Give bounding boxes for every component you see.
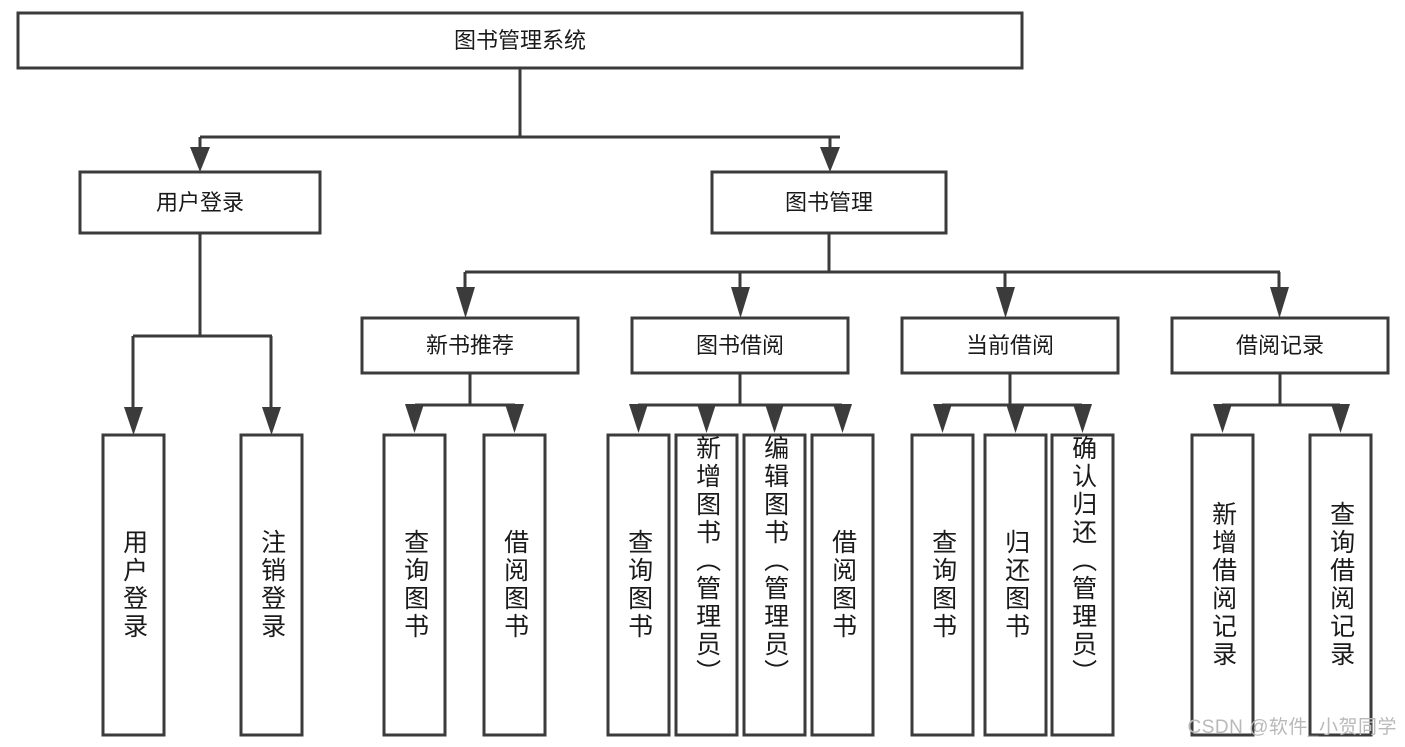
node-current-borrow[interactable]: 当前借阅 [900, 316, 1120, 375]
book-manage-box[interactable] [710, 170, 948, 235]
arrowhead-leaf-return-book [1006, 404, 1025, 433]
leaf-box-query-book-3[interactable] [910, 433, 975, 737]
leaf-box-return-book[interactable] [983, 433, 1048, 737]
node-book-manage[interactable]: 图书管理 [710, 170, 948, 235]
connector-new-book-to-leaves [405, 373, 524, 433]
connector-root-to-level2 [190, 68, 840, 172]
leaf-box-borrow-book-1[interactable] [482, 433, 547, 737]
book-borrow-box[interactable] [630, 316, 850, 375]
connector-book-manage-to-level3 [456, 233, 1289, 318]
connector-current-borrow-to-leaves [933, 373, 1092, 433]
node-book-borrow[interactable]: 图书借阅 [630, 316, 850, 375]
arrowhead-borrow-record [1270, 287, 1289, 318]
leaf-box-query-book-2[interactable] [606, 433, 671, 737]
arrowhead-current-borrow [996, 287, 1015, 318]
arrowhead-leaf-borrow-book-2 [833, 404, 852, 433]
arrowhead-leaf-query-book-1 [405, 404, 424, 433]
borrow-record-label: 借阅记录 [1236, 333, 1324, 358]
connector-user-login-to-leaves [124, 233, 281, 435]
arrowhead-leaf-query-book-2 [629, 404, 648, 433]
arrowhead-leaf-user-login [124, 407, 143, 435]
arrowhead-leaf-query-book-3 [933, 404, 952, 433]
arrowhead-user-login [190, 147, 210, 172]
arrowhead-leaf-add-book [697, 404, 716, 433]
leaf-box-edit-book[interactable] [742, 433, 807, 737]
root-box[interactable] [16, 11, 1024, 70]
current-borrow-label: 当前借阅 [966, 333, 1054, 358]
leaf-box-borrow-book-2[interactable] [810, 433, 875, 737]
arrowhead-leaf-logout [262, 407, 281, 435]
arrowhead-new-book-recommend [456, 287, 475, 318]
arrowhead-leaf-borrow-book-1 [505, 404, 524, 433]
node-root[interactable]: 图书管理系统 [16, 11, 1024, 70]
leaf-boxes [101, 433, 1373, 737]
leaf-box-query-record[interactable] [1308, 433, 1373, 737]
leaf-box-user-login[interactable] [101, 433, 166, 737]
new-book-recommend-label: 新书推荐 [426, 333, 514, 358]
leaf-box-logout[interactable] [239, 433, 304, 737]
arrowhead-leaf-add-record [1213, 404, 1232, 433]
arrowhead-book-manage [820, 147, 840, 172]
leaf-box-add-book[interactable] [674, 433, 739, 737]
node-borrow-record[interactable]: 借阅记录 [1170, 316, 1390, 375]
user-login-label: 用户登录 [156, 190, 244, 215]
node-new-book-recommend[interactable]: 新书推荐 [360, 316, 580, 375]
leaf-box-add-record[interactable] [1190, 433, 1255, 737]
node-user-login[interactable]: 用户登录 [78, 170, 322, 235]
arrowhead-leaf-edit-book [765, 404, 784, 433]
book-borrow-label: 图书借阅 [696, 333, 784, 358]
arrowhead-leaf-confirm-return [1073, 404, 1092, 433]
current-borrow-box[interactable] [900, 316, 1120, 375]
new-book-recommend-box[interactable] [360, 316, 580, 375]
arrowhead-book-borrow [731, 287, 750, 318]
leaf-box-query-book-1[interactable] [382, 433, 447, 737]
root-label: 图书管理系统 [454, 28, 586, 53]
borrow-record-box[interactable] [1170, 316, 1390, 375]
arrowhead-leaf-query-record [1331, 404, 1350, 433]
connector-book-borrow-to-leaves [629, 373, 852, 433]
connector-borrow-record-to-leaves [1213, 373, 1350, 433]
book-manage-label: 图书管理 [785, 190, 873, 215]
leaf-box-confirm-return[interactable] [1050, 433, 1115, 737]
